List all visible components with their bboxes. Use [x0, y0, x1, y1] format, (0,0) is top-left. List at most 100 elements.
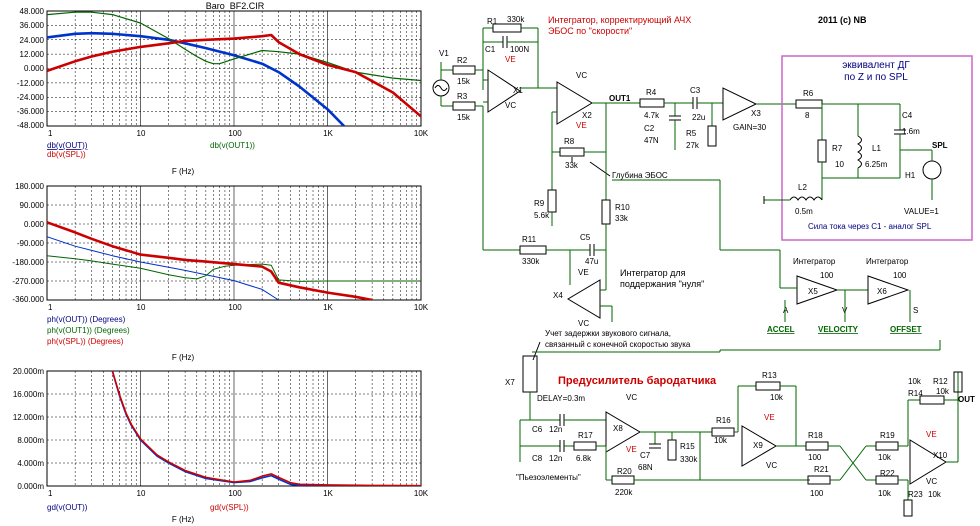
label: R10 — [615, 203, 630, 212]
preamp: Предусилитель бародатчика X7 DELAY=0.3m … — [505, 355, 975, 517]
resistor-r17[interactable] — [573, 441, 597, 451]
integrator-label-2: Интегратор — [866, 257, 909, 266]
resistor-r3[interactable] — [452, 101, 476, 111]
resistor-r13[interactable] — [755, 381, 781, 391]
label: C2 — [644, 124, 655, 133]
integrator-x6[interactable] — [867, 275, 910, 305]
label: R14 — [908, 389, 923, 398]
node-offset[interactable]: OFFSET — [890, 325, 922, 334]
opamp-x10[interactable] — [909, 439, 947, 485]
y-tick: 12.000 — [20, 50, 45, 59]
integrator-x5[interactable] — [796, 275, 839, 305]
box-title: эквивалент ДГ — [842, 60, 910, 71]
label: X6 — [877, 287, 887, 296]
legend-gd-out[interactable]: gd(v(OUT)) — [47, 503, 88, 512]
y-tick: 90.000 — [20, 201, 45, 210]
pin-s: S — [913, 306, 918, 315]
label: X1 — [513, 86, 523, 95]
resistor-r20[interactable] — [611, 475, 635, 485]
resistor-r21[interactable] — [807, 475, 831, 485]
x-tick: 10 — [137, 489, 146, 498]
y-tick: -90.000 — [17, 239, 45, 248]
resistor-r16[interactable] — [711, 427, 735, 437]
value: 22u — [692, 113, 705, 122]
y-tick: 0.000 — [24, 220, 45, 229]
opamp-x2[interactable] — [556, 81, 593, 125]
inductor-l2[interactable] — [789, 196, 823, 201]
series-line-ph-v-out1-degrees- — [47, 255, 421, 282]
pin: VC — [576, 71, 587, 80]
resistor-r11[interactable] — [519, 245, 547, 255]
value: 33k — [565, 161, 579, 170]
resistor-r7[interactable] — [817, 139, 827, 163]
value-label: VALUE=1 — [904, 207, 939, 216]
label: X7 — [505, 378, 515, 387]
node-out: OUT — [958, 395, 975, 404]
resistor-r15[interactable] — [667, 439, 677, 461]
label: R22 — [880, 469, 895, 478]
integrators: Интегратор Интегратор X5 100 X6 100 A V … — [612, 179, 922, 334]
legend-db-spl[interactable]: db(v(SPL)) — [47, 150, 86, 159]
legend-ph-out[interactable]: ph(v(OUT)) (Degrees) — [47, 315, 126, 324]
legend-db-out1[interactable]: db(v(OUT1)) — [210, 141, 255, 150]
inductor-l1[interactable] — [856, 135, 862, 169]
resistor-r14[interactable] — [919, 395, 945, 405]
resistor-r19[interactable] — [875, 441, 899, 451]
legend-ph-out1[interactable]: ph(v(OUT1)) (Degrees) — [47, 326, 130, 335]
label: R19 — [880, 431, 895, 440]
node-out1: OUT1 — [609, 94, 631, 103]
node-accel[interactable]: ACCEL — [767, 325, 795, 334]
value: 100 — [808, 453, 822, 462]
potentiometer-r8[interactable] — [559, 147, 585, 157]
resistor-r9[interactable] — [547, 189, 557, 213]
label: C4 — [902, 111, 913, 120]
amplifier-x3[interactable] — [722, 87, 758, 121]
opamp-x9[interactable] — [741, 425, 777, 467]
y-tick: -270.000 — [12, 277, 44, 286]
value: 100 — [820, 271, 834, 280]
gain-label: GAIN=30 — [733, 123, 767, 132]
label: X8 — [613, 424, 623, 433]
legend-ph-spl[interactable]: ph(v(SPL)) (Degrees) — [47, 337, 124, 346]
label: R11 — [522, 235, 537, 244]
resistor-r4[interactable] — [639, 98, 665, 108]
value: 330k — [680, 455, 698, 464]
label: X5 — [808, 287, 818, 296]
label: C5 — [580, 233, 591, 242]
resistor-r18[interactable] — [805, 441, 829, 451]
label: R2 — [457, 56, 468, 65]
resistor-r6[interactable] — [795, 99, 823, 109]
value: 47N — [644, 136, 659, 145]
opamp-x8[interactable] — [605, 411, 641, 453]
node-spl: SPL — [932, 141, 948, 150]
value: 5.6k — [534, 211, 550, 220]
label: X4 — [553, 291, 563, 300]
plot1: 48.000 36.000 24.000 12.000 0.000 -12.00… — [17, 7, 429, 176]
resistor-r2[interactable] — [452, 65, 476, 75]
opamp-x1[interactable] — [487, 69, 521, 113]
label: R6 — [803, 89, 814, 98]
resistor-r10[interactable] — [601, 199, 611, 225]
legend-gd-spl[interactable]: gd(v(SPL)) — [210, 503, 249, 512]
label: R13 — [762, 371, 777, 380]
value: 10k — [714, 436, 728, 445]
legend-db-out[interactable]: db(v(OUT)) — [47, 141, 88, 150]
ccvs-h1[interactable] — [922, 160, 942, 180]
value: 15k — [457, 113, 471, 122]
value: 12n — [549, 454, 562, 463]
pin: VE — [576, 121, 587, 130]
series-line-gd-v-spl- — [111, 371, 421, 486]
label: R23 — [908, 490, 923, 499]
node-velocity[interactable]: VELOCITY — [818, 325, 859, 334]
delay-line-x7[interactable] — [522, 355, 538, 393]
opamp-x4[interactable] — [567, 279, 601, 319]
delay-note-2: связанный с конечной скоростью звука — [545, 340, 691, 349]
resistor-r23[interactable] — [903, 499, 913, 517]
x-tick: 1K — [323, 129, 333, 138]
y-tick: 4.000m — [17, 459, 44, 468]
label: C1 — [485, 45, 496, 54]
resistor-r5[interactable] — [707, 125, 717, 147]
integrator-note-2: ЭБОС по "скорости" — [548, 26, 632, 36]
x-tick: 1K — [323, 489, 333, 498]
resistor-r12[interactable] — [953, 371, 963, 393]
